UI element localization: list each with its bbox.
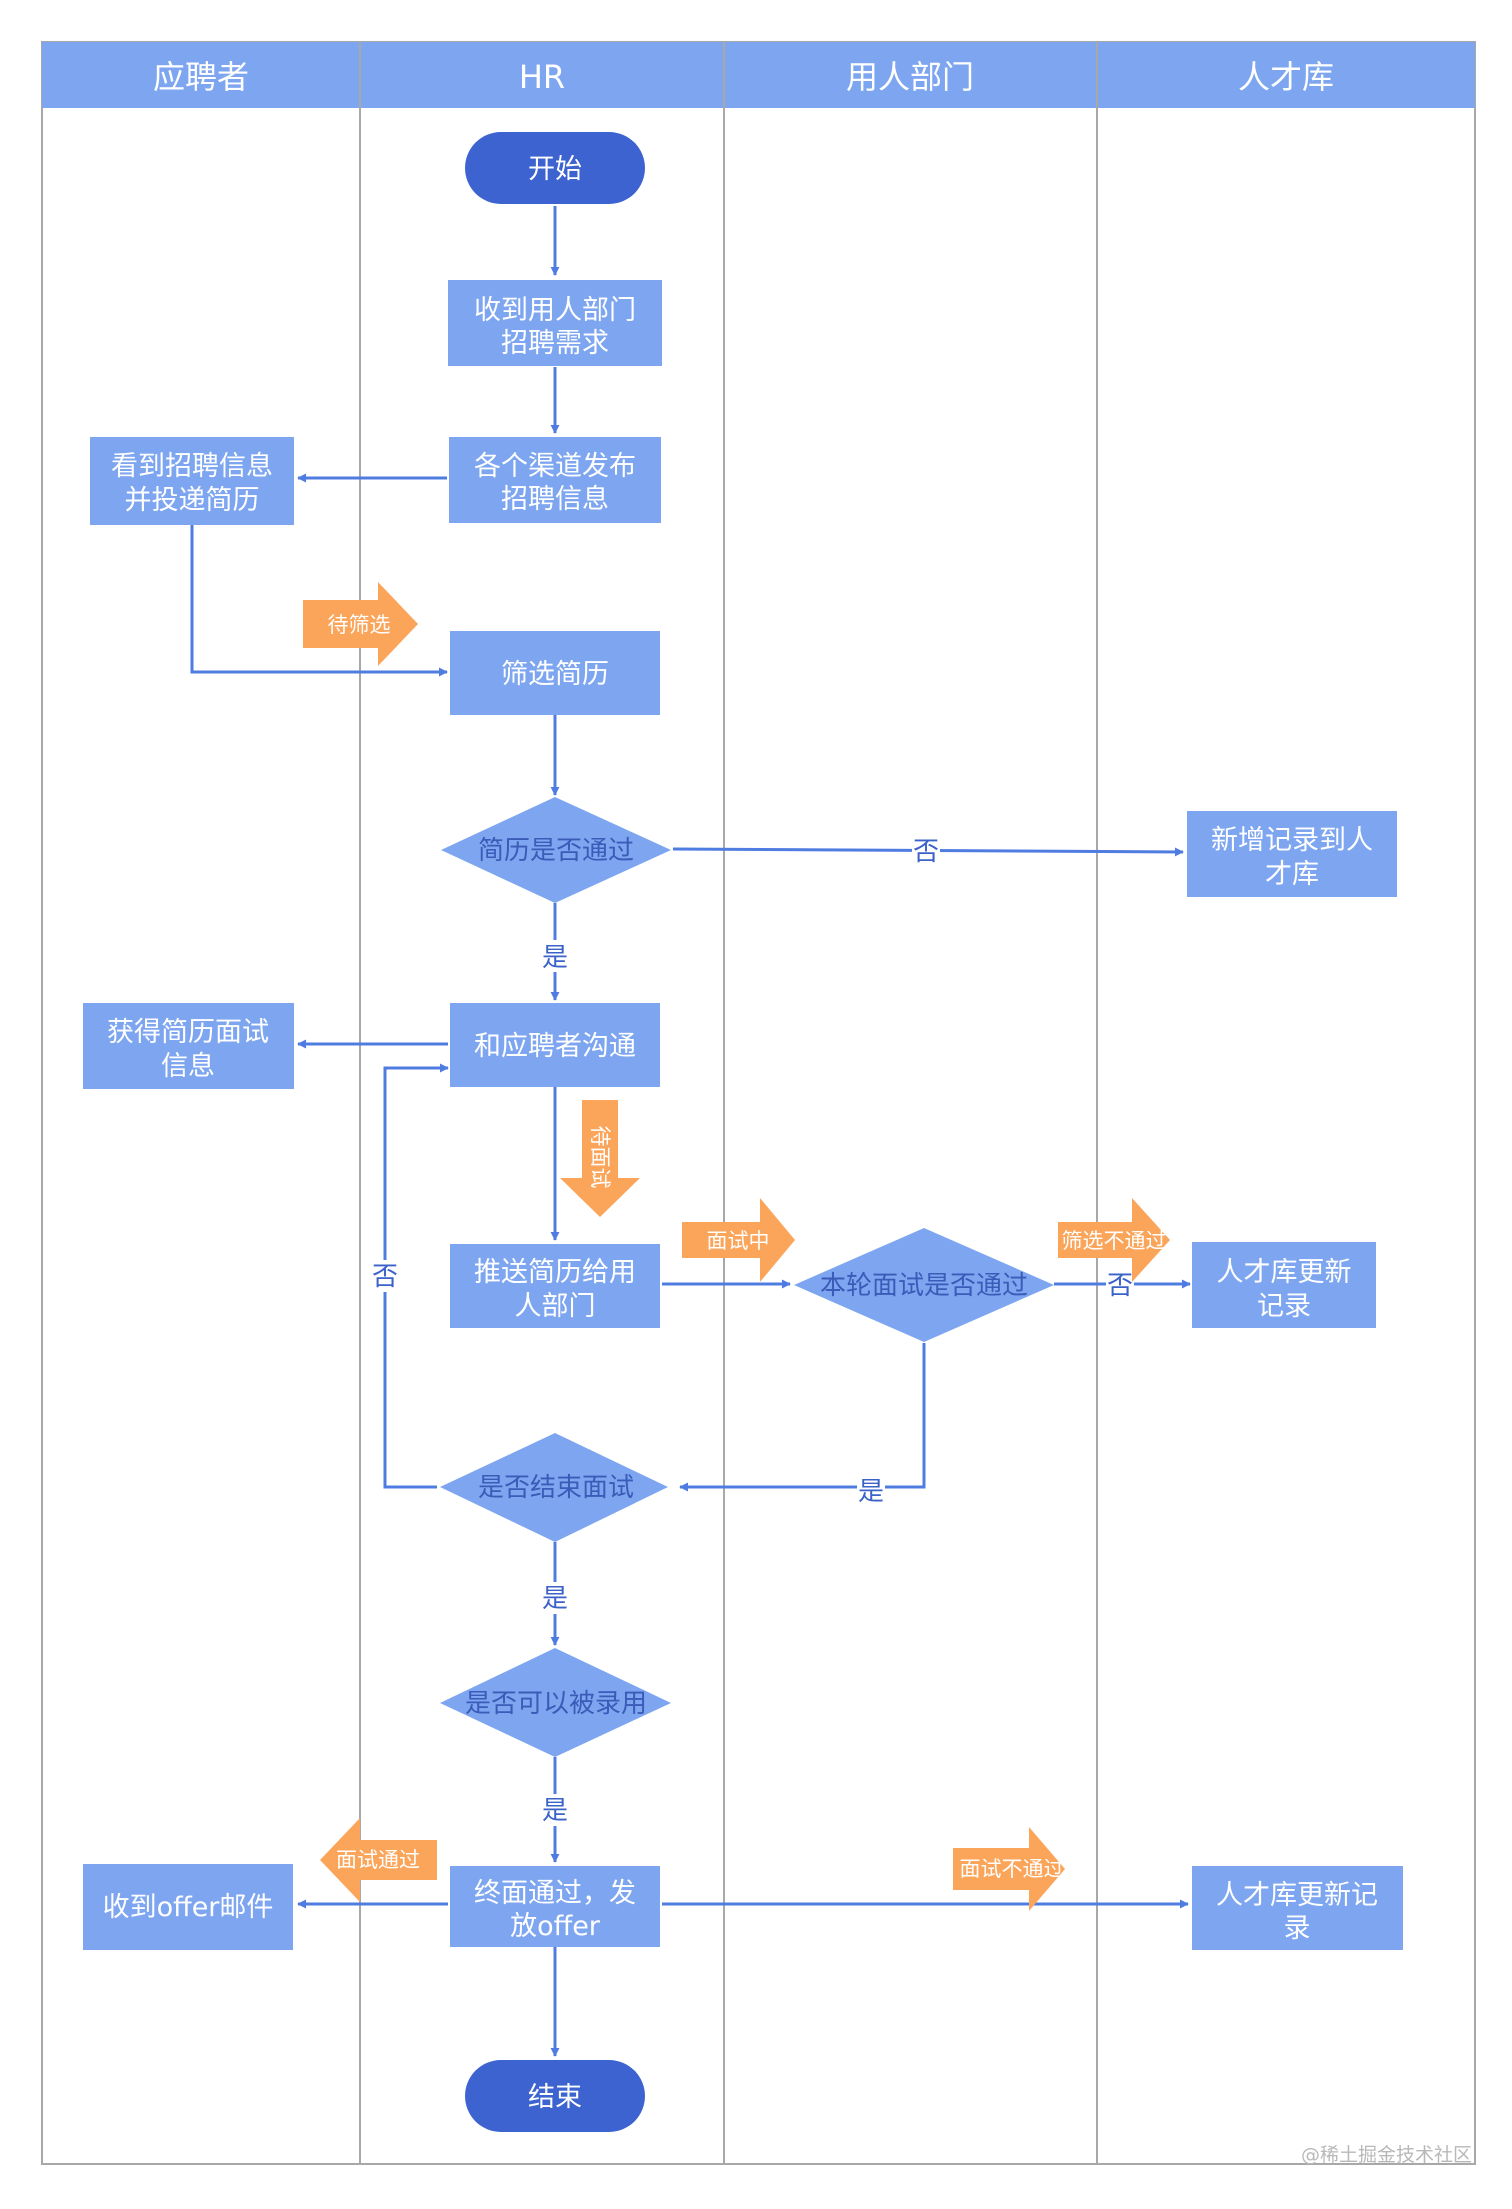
push-resume-node <box>450 1244 660 1328</box>
screen-resume-node <box>450 631 660 715</box>
talent-update-node-2 <box>1192 1866 1403 1950</box>
resume-pass-label: 简历是否通过 <box>478 836 634 866</box>
tag-interviewing-label: 面试中 <box>707 1229 770 1253</box>
edge-label-end-interview-yes: 是 <box>542 1584 568 1614</box>
talent-update-2-line2: 录 <box>1284 1913 1311 1944</box>
end-interview-label: 是否结束面试 <box>478 1473 634 1503</box>
receive-requirement-line1: 收到用人部门 <box>474 295 636 326</box>
lane-title-hr: HR <box>519 58 565 96</box>
receive-offer-label: 收到offer邮件 <box>103 1892 274 1923</box>
edge-label-can-hire-yes: 是 <box>542 1796 568 1826</box>
push-resume-line1: 推送简历给用 <box>474 1257 636 1288</box>
end-label: 结束 <box>528 2082 582 2113</box>
publish-line2: 招聘信息 <box>501 484 609 515</box>
talent-update-1-line2: 记录 <box>1257 1291 1311 1322</box>
round-pass-decision <box>794 1228 1054 1342</box>
can-hire-decision <box>440 1648 671 1757</box>
screen-resume-label: 筛选简历 <box>501 659 609 690</box>
add-talent-node <box>1187 811 1397 897</box>
edge-label-resume-no: 否 <box>913 837 939 867</box>
tag-interviewing <box>682 1198 795 1282</box>
get-interview-line2: 信息 <box>161 1051 215 1082</box>
lane-title-department: 用人部门 <box>846 58 974 96</box>
tag-screen-fail <box>1058 1198 1170 1282</box>
final-pass-line1: 终面通过，发 <box>474 1878 636 1909</box>
edge-label-bg <box>912 834 940 866</box>
edge-label-bg <box>541 940 569 972</box>
edge-label-bg <box>857 1474 885 1506</box>
edge-round-yes <box>679 1343 926 1492</box>
lane-frame <box>41 41 1476 2165</box>
edge-apply-to-screen <box>190 524 448 677</box>
edge-label-bg <box>541 1794 569 1826</box>
see-and-apply-line1: 看到招聘信息 <box>111 451 273 482</box>
edge-label-resume-yes: 是 <box>542 943 568 973</box>
push-resume-line2: 人部门 <box>515 1291 596 1322</box>
resume-pass-decision <box>441 797 671 903</box>
tag-interview-fail <box>953 1827 1065 1911</box>
receive-offer-node <box>83 1864 293 1950</box>
tag-pending-interview-label: 待面试 <box>588 1126 612 1189</box>
see-and-apply-node <box>90 437 294 525</box>
edge-label-round-yes: 是 <box>858 1477 884 1507</box>
final-pass-node <box>450 1866 660 1947</box>
tag-interview-fail-label: 面试不通过 <box>960 1857 1065 1881</box>
tag-interview-pass <box>320 1818 437 1902</box>
tag-screen-fail-label: 筛选不通过 <box>1062 1229 1167 1253</box>
publish-line1: 各个渠道发布 <box>474 451 636 482</box>
communicate-node <box>450 1003 660 1087</box>
start-label: 开始 <box>528 154 582 185</box>
lane-header-bar <box>42 42 1475 108</box>
edge-label-bg <box>541 1582 569 1614</box>
add-talent-line1: 新增记录到人 <box>1211 825 1373 856</box>
add-talent-line2: 才库 <box>1265 859 1319 890</box>
talent-update-node-1 <box>1192 1242 1376 1328</box>
start-node <box>465 132 645 204</box>
edge-label-end-interview-no: 否 <box>372 1262 398 1292</box>
end-interview-decision <box>440 1433 668 1542</box>
talent-update-1-line1: 人才库更新 <box>1217 1257 1352 1288</box>
lane-title-talent-pool: 人才库 <box>1238 58 1334 96</box>
end-node <box>465 2060 645 2132</box>
tag-interview-pass-label: 面试通过 <box>336 1848 420 1872</box>
see-and-apply-line2: 并投递简历 <box>125 485 260 516</box>
final-pass-line2: 放offer <box>510 1911 601 1942</box>
edge-label-round-no: 否 <box>1107 1271 1133 1301</box>
receive-requirement-node <box>448 280 662 366</box>
get-interview-line1: 获得简历面试 <box>107 1017 269 1048</box>
publish-node <box>449 437 661 523</box>
edge-label-bg <box>1106 1268 1134 1300</box>
tag-pending-screen-label: 待筛选 <box>328 613 391 637</box>
can-hire-label: 是否可以被录用 <box>465 1689 647 1719</box>
get-interview-node <box>83 1003 294 1089</box>
edge-label-bg <box>371 1260 399 1292</box>
communicate-label: 和应聘者沟通 <box>474 1031 636 1062</box>
tag-pending-screen <box>303 582 418 666</box>
lane-title-applicant: 应聘者 <box>153 58 249 96</box>
round-pass-label: 本轮面试是否通过 <box>820 1271 1028 1301</box>
receive-requirement-line2: 招聘需求 <box>501 328 609 359</box>
watermark: @稀土掘金技术社区 <box>1301 2144 1472 2166</box>
talent-update-2-line1: 人才库更新记 <box>1216 1880 1378 1911</box>
tag-pending-interview <box>560 1100 640 1217</box>
